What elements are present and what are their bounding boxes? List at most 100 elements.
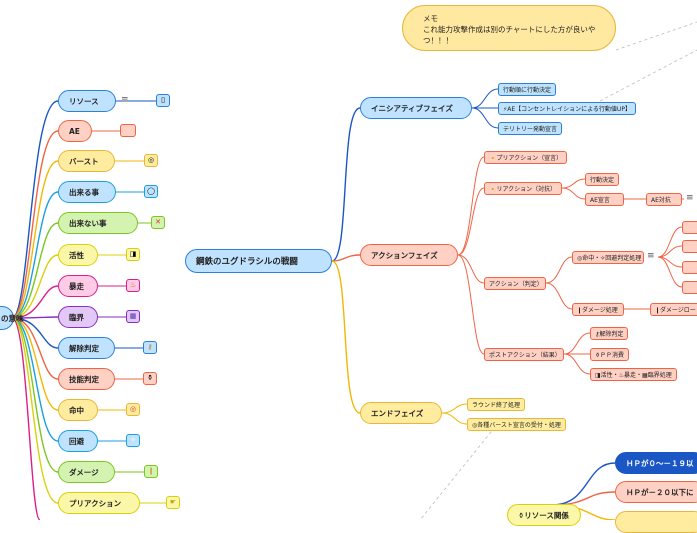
- memo-note[interactable]: メモ これ能力攻撃作成は別のチャートにした方が良いやつ！！！: [402, 5, 616, 51]
- left-hub-label: の意味: [1, 313, 24, 323]
- child-label: ⚱ＰＰ消費: [595, 352, 625, 359]
- item-label: 解除判定: [69, 343, 99, 353]
- item-label: 臨界: [69, 312, 84, 322]
- child-label: ⚷解除判定: [595, 331, 624, 338]
- child-label: 🔸プリアクション（宣言）: [489, 155, 563, 162]
- hit-sub-3[interactable]: [682, 261, 697, 274]
- end-round[interactable]: ラウンド終了処理: [467, 398, 526, 411]
- skill-icon: ⚱: [143, 372, 157, 385]
- child-label: ラウンド終了処理: [472, 402, 521, 409]
- end-phase[interactable]: エンドフェイズ: [360, 402, 442, 424]
- item-hit[interactable]: 命中: [58, 399, 98, 421]
- child-label: アクション（判定）: [489, 281, 543, 288]
- item-label: 技能判定: [69, 374, 99, 384]
- item-label: 回避: [69, 436, 84, 446]
- item-runaway[interactable]: 暴走: [58, 275, 98, 297]
- post-pp[interactable]: ⚱ＰＰ消費: [590, 348, 630, 361]
- root-label: 鋼鉄のユグドラシルの戦闘: [196, 257, 298, 267]
- circle-icon: ◯: [144, 185, 158, 198]
- memo-body: これ能力攻撃作成は別のチャートにした方が良いやつ！！！: [423, 25, 596, 45]
- post-release[interactable]: ⚷解除判定: [590, 327, 629, 340]
- item-damage[interactable]: ダメージ: [58, 461, 115, 483]
- active-icon: ◨: [126, 248, 140, 261]
- target-icon: ◎: [126, 403, 140, 416]
- action-damage[interactable]: ❙ダメージ処理: [572, 303, 624, 316]
- item-active[interactable]: 活性: [58, 244, 98, 266]
- child-label: 行動決定: [590, 177, 615, 184]
- damage-roll[interactable]: ❙ダメージロー: [650, 303, 697, 316]
- item-label: 命中: [69, 405, 84, 415]
- item-ae[interactable]: AE: [58, 120, 92, 142]
- item-release-check[interactable]: 解除判定: [58, 337, 115, 359]
- hit-sub-1[interactable]: [682, 221, 697, 234]
- reaction-decide[interactable]: 行動決定: [585, 173, 620, 186]
- item-cannot-do[interactable]: 出来ない事: [58, 212, 138, 234]
- child-label: ❙ダメージ処理: [577, 307, 618, 314]
- action-reaction[interactable]: 🔸リアクション（対抗）: [484, 182, 562, 195]
- init-child-ae[interactable]: ⚡AE【コンセントレイションによる行動値UP】: [498, 102, 636, 115]
- item-label: AE: [69, 126, 80, 136]
- init-child-order[interactable]: 行動順に行動決定: [498, 83, 557, 96]
- hit-sub-2[interactable]: [682, 240, 697, 253]
- init-child-territory[interactable]: テリトリー発動宣言: [498, 122, 563, 135]
- action-pre[interactable]: 🔸プリアクション（宣言）: [484, 151, 568, 164]
- item-evade[interactable]: 回避: [58, 430, 98, 452]
- item-resource[interactable]: リソース: [58, 90, 116, 112]
- memo-title: メモ: [423, 14, 438, 23]
- child-label: ＨＰが－２０以下に: [626, 487, 694, 497]
- item-label: 出来る事: [69, 187, 99, 197]
- damage-icon: ❙: [144, 465, 158, 478]
- hp-minus-20[interactable]: ＨＰが－２０以下に: [615, 481, 697, 503]
- item-skill-check[interactable]: 技能判定: [58, 368, 115, 390]
- initiative-phase[interactable]: イニシアティブフェイズ: [360, 97, 472, 119]
- hand-icon: ☛: [166, 496, 180, 509]
- item-label: プリアクション: [69, 498, 122, 508]
- reaction-ae[interactable]: AE宣言: [585, 193, 624, 206]
- phase-label: イニシアティブフェイズ: [371, 103, 453, 113]
- action-phase[interactable]: アクションフェイズ: [360, 244, 458, 266]
- child-label: ◎命中・✧回避判定処理: [577, 255, 642, 262]
- child-label: ⚡AE【コンセントレイションによる行動値UP】: [503, 106, 631, 113]
- post-status[interactable]: ◨活性・♨暴走・▦臨界処理: [590, 368, 677, 381]
- phase-label: エンドフェイズ: [371, 408, 424, 418]
- action-post[interactable]: ポストアクション（結果）: [484, 348, 564, 361]
- menu-icon[interactable]: ≡: [647, 251, 655, 261]
- child-label: 行動順に行動決定: [503, 87, 552, 94]
- item-critical[interactable]: 臨界: [58, 306, 98, 328]
- child-label: ポストアクション（結果）: [489, 352, 561, 359]
- cross-icon: ✕: [151, 216, 165, 229]
- critical-icon: ▦: [126, 310, 140, 323]
- child-label: AE宣言: [590, 197, 610, 204]
- item-preaction[interactable]: プリアクション: [58, 492, 140, 514]
- phase-label: アクションフェイズ: [371, 250, 438, 260]
- burst-icon: ◎: [144, 154, 158, 167]
- hp-zero-range[interactable]: ＨＰが０～－１９以: [615, 452, 697, 474]
- ae-icon: [120, 124, 136, 137]
- hp-other[interactable]: [615, 511, 697, 533]
- item-label: リソース: [69, 96, 99, 106]
- fire-icon: ♨: [126, 279, 140, 292]
- resource-topic[interactable]: ⚱リソース関係: [507, 504, 581, 526]
- menu-icon[interactable]: ≡: [121, 95, 129, 105]
- item-label: 暴走: [69, 281, 84, 291]
- root-topic[interactable]: 鋼鉄のユグドラシルの戦闘: [185, 249, 332, 273]
- child-label: ◨活性・♨暴走・▦臨界処理: [595, 372, 672, 379]
- child-label: テリトリー発動宣言: [503, 126, 558, 133]
- hit-sub-4[interactable]: [682, 281, 697, 294]
- item-can-do[interactable]: 出来る事: [58, 181, 116, 203]
- end-burst[interactable]: ◎各種バースト宣言の受付・処理: [467, 418, 566, 431]
- menu-icon[interactable]: ≡: [686, 193, 694, 203]
- item-burst[interactable]: バースト: [58, 150, 115, 172]
- action-act[interactable]: アクション（判定）: [484, 277, 546, 290]
- child-label: ❙ダメージロー: [655, 307, 696, 314]
- sparkle-icon: ✧: [126, 434, 140, 447]
- child-label: 🔸リアクション（対抗）: [489, 186, 557, 193]
- item-label: 活性: [69, 250, 84, 260]
- item-label: 出来ない事: [69, 218, 107, 228]
- child-label: ◎各種バースト宣言の受付・処理: [472, 422, 561, 429]
- child-label: ＨＰが０～－１９以: [626, 458, 694, 468]
- resource-label: ⚱リソース関係: [518, 510, 569, 520]
- ae-counter[interactable]: AE対抗: [646, 193, 682, 206]
- action-hit[interactable]: ◎命中・✧回避判定処理: [572, 251, 644, 264]
- item-label: バースト: [69, 156, 99, 166]
